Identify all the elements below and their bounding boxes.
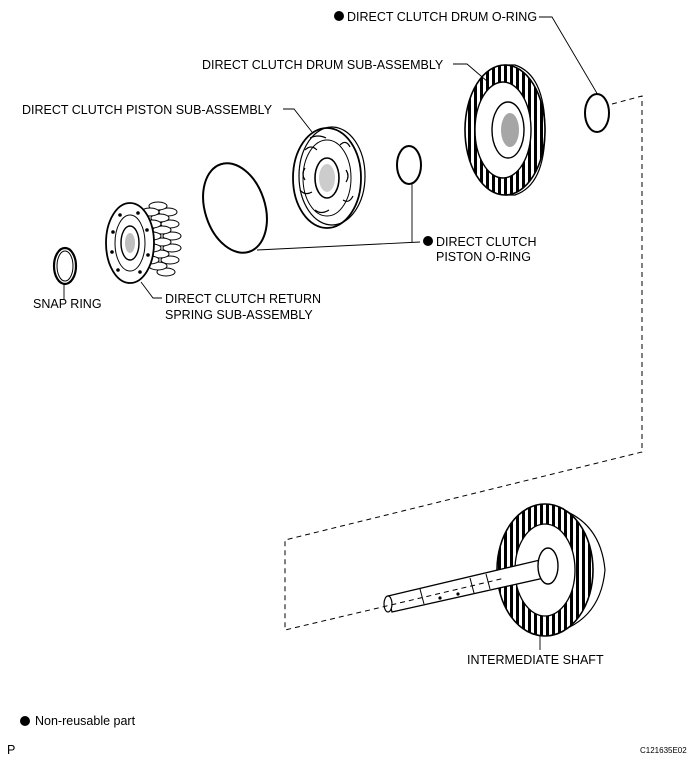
label-snap-ring: SNAP RING (33, 297, 102, 311)
intermediate-shaft-part (383, 503, 606, 637)
piston-part (292, 126, 366, 229)
snap-ring-part (52, 246, 78, 286)
legend-text: Non-reusable part (35, 714, 136, 728)
legend-dot (20, 716, 30, 726)
label-return-spring-line1: DIRECT CLUTCH RETURN (165, 292, 321, 306)
label-return-spring-line2: SPRING SUB-ASSEMBLY (165, 308, 313, 322)
return-spring-part (105, 201, 182, 284)
non-reusable-dot-drum-oring (334, 11, 344, 21)
label-piston-sub-assembly: DIRECT CLUTCH PISTON SUB-ASSEMBLY (22, 103, 273, 117)
non-reusable-dot-piston-oring (423, 236, 433, 246)
corner-marker: P (7, 743, 15, 757)
label-drum-oring: DIRECT CLUTCH DRUM O-RING (347, 10, 537, 24)
figure-code: C121635E02 (640, 746, 687, 755)
label-piston-oring-line1: DIRECT CLUTCH (436, 235, 536, 249)
label-intermediate-shaft: INTERMEDIATE SHAFT (467, 653, 604, 667)
label-drum-sub-assembly: DIRECT CLUTCH DRUM SUB-ASSEMBLY (202, 58, 444, 72)
drum-oring-part (584, 93, 610, 133)
assembly-guide-lines (284, 95, 643, 631)
label-piston-oring-line2: PISTON O-RING (436, 250, 531, 264)
piston-oring-large-part (202, 162, 268, 254)
leader-lines (63, 16, 599, 650)
piston-oring-small-part (396, 145, 422, 185)
clutch-drum-part (464, 64, 546, 196)
